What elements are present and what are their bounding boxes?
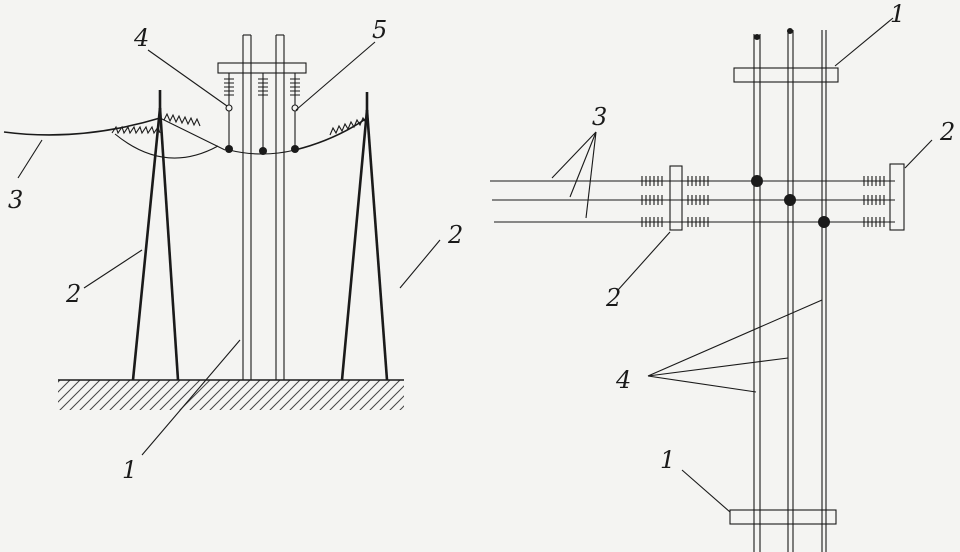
tower-left: [131, 90, 180, 381]
label-tower-right: 2: [447, 221, 463, 249]
right-view: 1 2 3 2 4 1: [490, 0, 955, 552]
vertical-conductors: [753, 28, 827, 552]
junction-clamps: [751, 175, 830, 228]
crossbar-bottom: [729, 509, 837, 525]
crossbar-top: [733, 67, 839, 83]
label-crossbar-top: 1: [890, 0, 905, 28]
clamp-plate-right: [889, 163, 905, 231]
label-conductors: 4: [615, 366, 631, 394]
label-clamp-left: 2: [605, 284, 621, 312]
tower-right: [340, 92, 389, 381]
right-leaders: [551, 17, 933, 513]
horizontal-insulators: [641, 176, 885, 227]
left-view: 3 2 2 1 4 5: [3, 16, 463, 484]
label-crossbar-bottom: 1: [660, 446, 675, 474]
clamp-plate-left: [669, 165, 683, 231]
tension-insulators: [111, 112, 367, 136]
insulator-strings: [224, 73, 300, 149]
support-crossbar: [217, 62, 307, 74]
ground: [58, 379, 404, 410]
label-insulator-right: 5: [372, 16, 387, 44]
label-clamp-right: 2: [939, 118, 955, 146]
label-insulator-left: 4: [133, 24, 149, 52]
label-tower: 2: [65, 280, 81, 308]
left-leaders: [17, 41, 441, 456]
label-conductor-support: 1: [122, 456, 137, 484]
line-wire: [3, 117, 368, 159]
label-incoming-wires: 3: [592, 103, 607, 131]
conductor-support-posts: [242, 34, 285, 380]
label-line-wire: 3: [8, 186, 23, 214]
